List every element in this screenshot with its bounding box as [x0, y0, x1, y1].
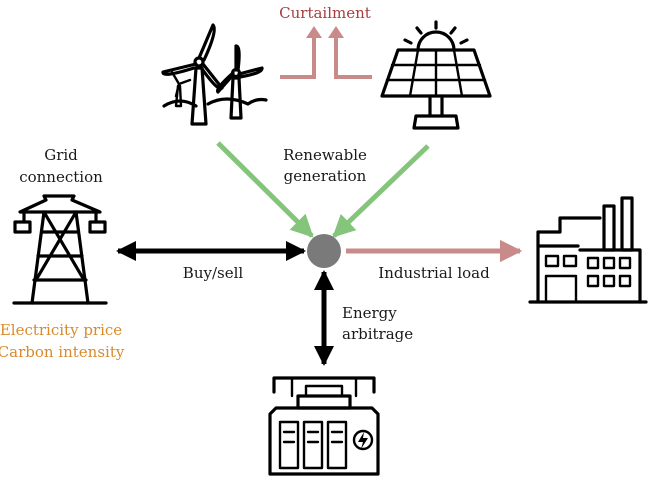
hub-node [307, 234, 341, 268]
solar-to-hub-arrow [332, 144, 430, 238]
electricity-price-label: Electricity price [0, 321, 122, 339]
grid-label-line1: Grid [44, 146, 78, 164]
factory-icon [528, 196, 648, 304]
wind-to-hub-arrow [216, 141, 314, 238]
renewable-label-line2: generation [284, 167, 367, 185]
carbon-intensity-label: Carbon intensity [0, 343, 125, 361]
buy-sell-label: Buy/sell [183, 264, 244, 282]
energy-label-line2: arbitrage [342, 325, 413, 343]
solar-panel-icon [380, 20, 492, 130]
industrial-load-label: Industrial load [378, 264, 490, 282]
curtailment-arrowheads [306, 26, 344, 38]
grid-label-line2: connection [19, 168, 103, 186]
energy-label-line1: Energy [342, 304, 397, 322]
battery-storage-icon [268, 376, 380, 476]
curtailment-arrows [280, 36, 372, 79]
renewable-label-line1: Renewable [283, 146, 367, 164]
power-pylon-icon [12, 194, 108, 305]
curtailment-label: Curtailment [279, 4, 371, 22]
wind-turbines-icon [161, 23, 268, 126]
